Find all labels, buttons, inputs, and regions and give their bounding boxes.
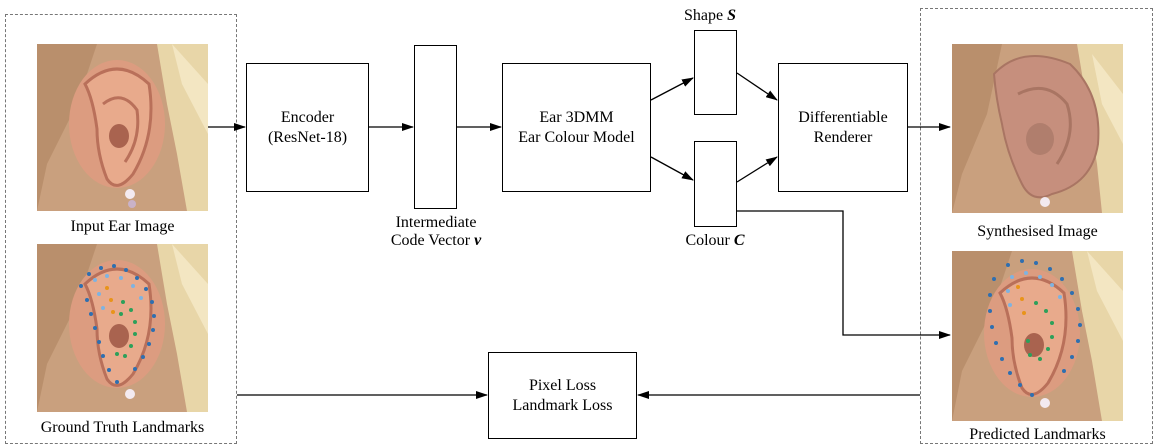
differentiable-renderer-node: Differentiable Renderer	[778, 63, 908, 192]
output-group-border	[920, 8, 1153, 444]
shape-caption: Shape S	[670, 6, 750, 25]
ear-3dmm-title: Ear 3DMM	[539, 108, 614, 126]
ground-truth-landmarks-caption: Ground Truth Landmarks	[40, 419, 205, 436]
predicted-landmarks-caption: Predicted Landmarks	[969, 426, 1106, 443]
input-ear-image-caption: Input Ear Image	[70, 218, 175, 235]
encoder-subtitle: (ResNet-18)	[267, 128, 348, 146]
colour-caption: Colour C	[670, 231, 760, 250]
arrow-3dmm-to-colour	[650, 156, 694, 181]
encoder-node: Encoder (ResNet-18)	[246, 63, 369, 192]
arrow-colour-to-renderer	[736, 156, 778, 183]
ground-truth-landmark-points	[79, 264, 156, 384]
ear-3dmm-node: Ear 3DMM Ear Colour Model	[502, 63, 651, 192]
arrow-colour-to-predicted-landmarks	[737, 210, 951, 339]
arrow-3dmm-to-shape	[650, 77, 694, 101]
shape-symbol: S	[727, 7, 736, 24]
code-vector-caption: Intermediate Code Vector v	[364, 214, 508, 250]
synthesised-image	[952, 44, 1123, 213]
landmark-loss-label: Landmark Loss	[512, 396, 613, 414]
renderer-subtitle: Renderer	[813, 128, 873, 146]
renderer-title: Differentiable	[798, 108, 888, 126]
pixel-loss-label: Pixel Loss	[528, 376, 597, 394]
code-vector-node	[414, 45, 457, 209]
shape-label: Shape	[683, 7, 724, 24]
code-vector-caption-line1: Intermediate	[395, 214, 477, 231]
code-vector-caption-line2: Code Vector	[390, 232, 471, 249]
synthesised-image-caption: Synthesised Image	[977, 223, 1098, 240]
ear-colour-model-title: Ear Colour Model	[518, 128, 635, 146]
input-ear-image	[37, 44, 208, 211]
colour-label: Colour	[685, 232, 730, 249]
ground-truth-landmarks-image	[37, 244, 208, 412]
predicted-landmarks-image	[952, 251, 1123, 421]
colour-node	[694, 141, 737, 227]
colour-symbol: C	[733, 232, 745, 249]
loss-node: Pixel Loss Landmark Loss	[488, 352, 637, 439]
encoder-title: Encoder	[280, 108, 335, 126]
code-vector-symbol: v	[474, 232, 482, 249]
shape-node	[694, 30, 737, 115]
predicted-landmark-points	[988, 259, 1082, 397]
arrow-shape-to-renderer	[736, 72, 778, 101]
input-group-border	[5, 14, 237, 444]
